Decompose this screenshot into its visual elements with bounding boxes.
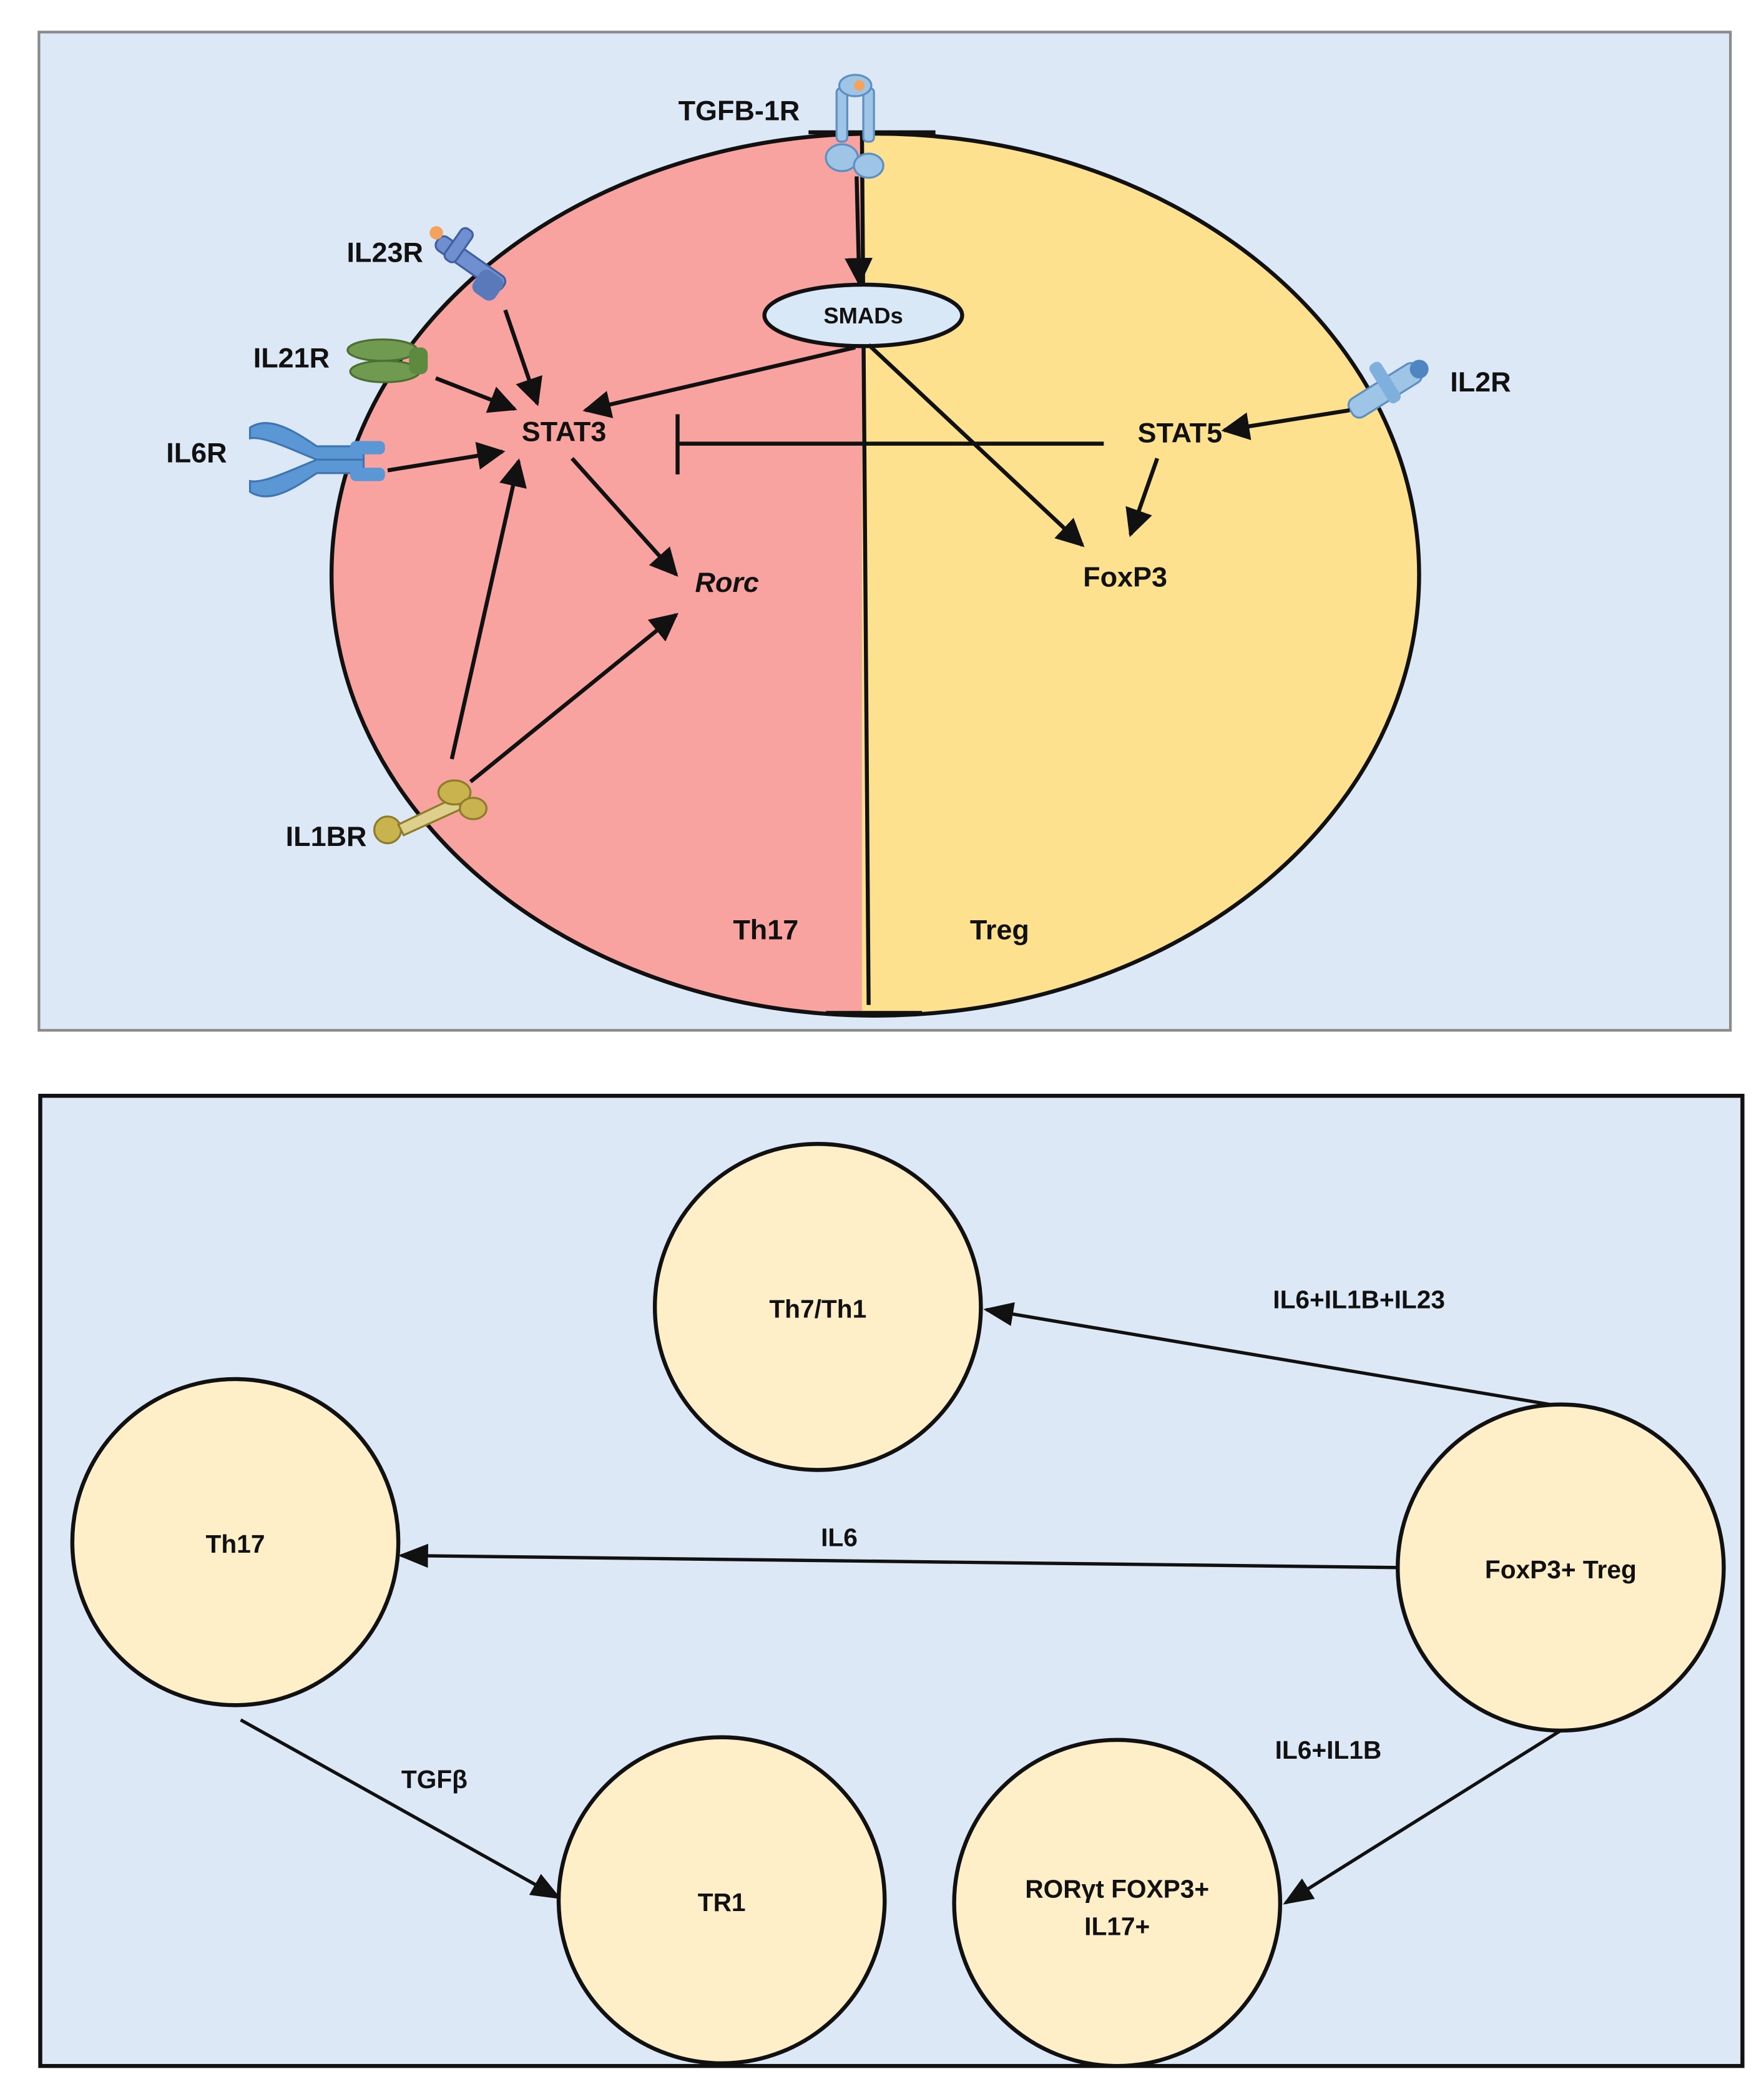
ror-label-line1: RORγt FOXP3+ [1025, 1874, 1209, 1903]
th17-to-tr1-arrow [240, 1718, 562, 1899]
il2r-label: IL2R [1450, 366, 1511, 398]
treg-to-th17-arrow [398, 1543, 1398, 1570]
stat3-to-rorc-arrow [571, 457, 679, 577]
treg-to-th7-arrow [983, 1302, 1559, 1408]
il1br-receptor-icon [373, 779, 488, 845]
th17-cell [70, 1377, 401, 1708]
foxp3-treg-label: FoxP3+ Treg [1485, 1555, 1637, 1584]
il6-il1b-il23-label: IL6+IL1B+IL23 [1273, 1285, 1445, 1314]
top-panel: SMADs TGFB-1R IL23R IL21R IL6R IL1BR IL2… [37, 31, 1732, 1032]
il6r-to-stat3-arrow [387, 441, 506, 473]
tgfb1r-label: TGFB-1R [679, 95, 800, 127]
smads-label: SMADs [823, 303, 903, 328]
treg-to-ror-arrow [1283, 1729, 1562, 1905]
il23r-label: IL23R [347, 237, 423, 268]
stat5-label: STAT5 [1137, 416, 1222, 448]
tr1-cell [556, 1735, 887, 2066]
stat3-label: STAT3 [522, 415, 607, 447]
il1br-label: IL1BR [286, 820, 367, 852]
tgfb-label: TGFβ [401, 1765, 468, 1794]
il23r-receptor-icon [429, 226, 507, 301]
stat5-to-foxp3-arrow [1125, 458, 1159, 538]
pathway-arrows [387, 176, 1350, 784]
tr1-label: TR1 [698, 1888, 746, 1917]
foxp3-treg-cell [1396, 1402, 1726, 1733]
ror-label-line2: IL17+ [1084, 1912, 1150, 1940]
foxp3-label: FoxP3 [1083, 561, 1167, 593]
rorc-label: Rorc [695, 566, 759, 598]
il1br-to-rorc-arrow [469, 612, 679, 784]
th7-th1-label: Th7/Th1 [769, 1294, 866, 1323]
th17-cell-label: Th17 [206, 1530, 265, 1558]
il21r-to-stat3-arrow [434, 376, 517, 413]
treg-region-label: Treg [970, 914, 1029, 946]
th7-th1-cell [652, 1142, 983, 1472]
il6r-label: IL6R [166, 437, 227, 469]
tgfb1r-receptor-icon [825, 74, 884, 179]
smads-to-stat3-arrow [582, 345, 856, 418]
il2r-receptor-icon [1347, 360, 1429, 419]
ror-foxp3-il17-cell [952, 1737, 1283, 2068]
il6-il1b-label: IL6+IL1B [1275, 1736, 1382, 1764]
th17-region-label: Th17 [733, 914, 798, 946]
transition-arrows [240, 1302, 1562, 1905]
il1br-to-stat3-arrow [449, 458, 527, 760]
il21r-receptor-icon [346, 338, 428, 383]
il2r-to-stat5-arrow [1221, 408, 1350, 441]
tgfb1r-to-smads-arrow [845, 176, 873, 287]
il21r-label: IL21R [253, 342, 330, 374]
bottom-panel: Th7/Th1 Th17 FoxP3+ Treg TR1 RORγt FOXP3… [38, 1093, 1745, 2068]
il6-label: IL6 [821, 1523, 858, 1552]
il6r-receptor-icon [248, 421, 385, 498]
il23r-to-stat3-arrow [503, 309, 542, 406]
